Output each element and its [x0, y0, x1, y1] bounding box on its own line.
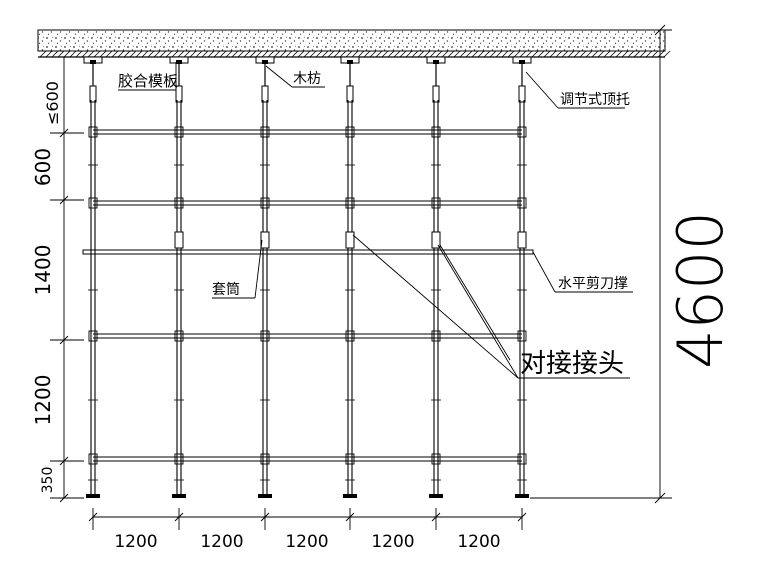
- dim-bay-4: 1200: [371, 532, 414, 552]
- ledger-coupler: [174, 330, 184, 342]
- timber-label: 木枋: [293, 71, 321, 87]
- standard-post: [169, 56, 189, 498]
- ledger-coupler: [88, 330, 98, 342]
- leader-lines: [118, 62, 633, 379]
- base-plate: [429, 494, 443, 498]
- ledger-coupler: [517, 330, 527, 342]
- top-plate-screw: [519, 60, 525, 64]
- ledger-coupler: [431, 197, 441, 209]
- top-plate-screw: [433, 60, 439, 64]
- dim-top-gap: ≤600: [43, 81, 62, 125]
- dim-bay-1: 1200: [114, 532, 157, 552]
- ledger-coupler: [174, 126, 184, 138]
- horizontal-brace-bar: [82, 249, 534, 255]
- adjustable-jack: [346, 85, 354, 103]
- base-plate: [258, 494, 272, 498]
- standard-post: [512, 56, 532, 498]
- ledger-coupler: [260, 197, 270, 209]
- base-plate: [515, 494, 529, 498]
- ledger-coupler: [88, 453, 98, 465]
- ledger-coupler: [260, 330, 270, 342]
- dim-vertical-600: 600: [31, 148, 55, 186]
- slab-hatch: [39, 50, 671, 58]
- sleeve-joint: [174, 231, 184, 249]
- ledgers: [93, 129, 522, 462]
- concrete-slab: [37, 29, 671, 58]
- sleeve-joint: [431, 231, 441, 249]
- ledger-coupler: [345, 453, 355, 465]
- dim-vertical-1200: 1200: [31, 375, 55, 426]
- sleeve-joint: [517, 231, 527, 249]
- ledger-coupler: [431, 453, 441, 465]
- ledger-coupler: [88, 197, 98, 209]
- dim-vertical-350: 350: [40, 467, 56, 494]
- ledger-coupler: [517, 126, 527, 138]
- top-plate-screw: [347, 60, 353, 64]
- base-plate: [86, 494, 100, 498]
- ledger-coupler: [431, 330, 441, 342]
- plywood-label: 胶合模板: [118, 72, 178, 90]
- top-plate-screw: [176, 60, 182, 64]
- adjustable-jack: [175, 85, 183, 103]
- standard-post: [426, 56, 446, 498]
- ledger-coupler: [88, 126, 98, 138]
- dim-vertical-1400: 1400: [31, 245, 55, 296]
- dim-bay-5: 1200: [457, 532, 500, 552]
- ledger-coupler: [174, 453, 184, 465]
- adjustable-jack: [518, 85, 526, 103]
- ledger-coupler: [431, 126, 441, 138]
- dim-total-height: 4600: [664, 211, 737, 369]
- base-plate: [343, 494, 357, 498]
- top-plate-screw: [262, 60, 268, 64]
- ledger-coupler: [260, 453, 270, 465]
- dim-bay-2: 1200: [200, 532, 243, 552]
- ledger-coupler: [260, 126, 270, 138]
- ledger-coupler: [345, 330, 355, 342]
- adjustable-jack: [432, 85, 440, 103]
- ledger-coupler: [517, 197, 527, 209]
- standard-post: [340, 56, 360, 498]
- sleeve-joint: [260, 231, 270, 249]
- standard-post: [255, 56, 275, 498]
- sleeve-label: 套筒: [212, 281, 240, 298]
- base-plate: [172, 494, 186, 498]
- standards: [83, 56, 532, 498]
- dimension-lines: [50, 24, 672, 530]
- ledger-coupler: [174, 197, 184, 209]
- top-plate-screw: [90, 60, 96, 64]
- adjustable-jack: [89, 85, 97, 103]
- horizontal-scissor-brace-label: 水平剪刀撑: [558, 276, 628, 292]
- butt-joint-label: 对接接头: [520, 349, 624, 379]
- sleeve-joint: [345, 231, 355, 249]
- dim-bay-3: 1200: [285, 532, 328, 552]
- standard-post: [83, 56, 103, 498]
- adjustable-jack: [261, 85, 269, 103]
- ledger-coupler: [345, 126, 355, 138]
- ledger-coupler: [517, 453, 527, 465]
- adjustable-top-support-label: 调节式顶托: [560, 92, 630, 108]
- ledger-coupler: [345, 197, 355, 209]
